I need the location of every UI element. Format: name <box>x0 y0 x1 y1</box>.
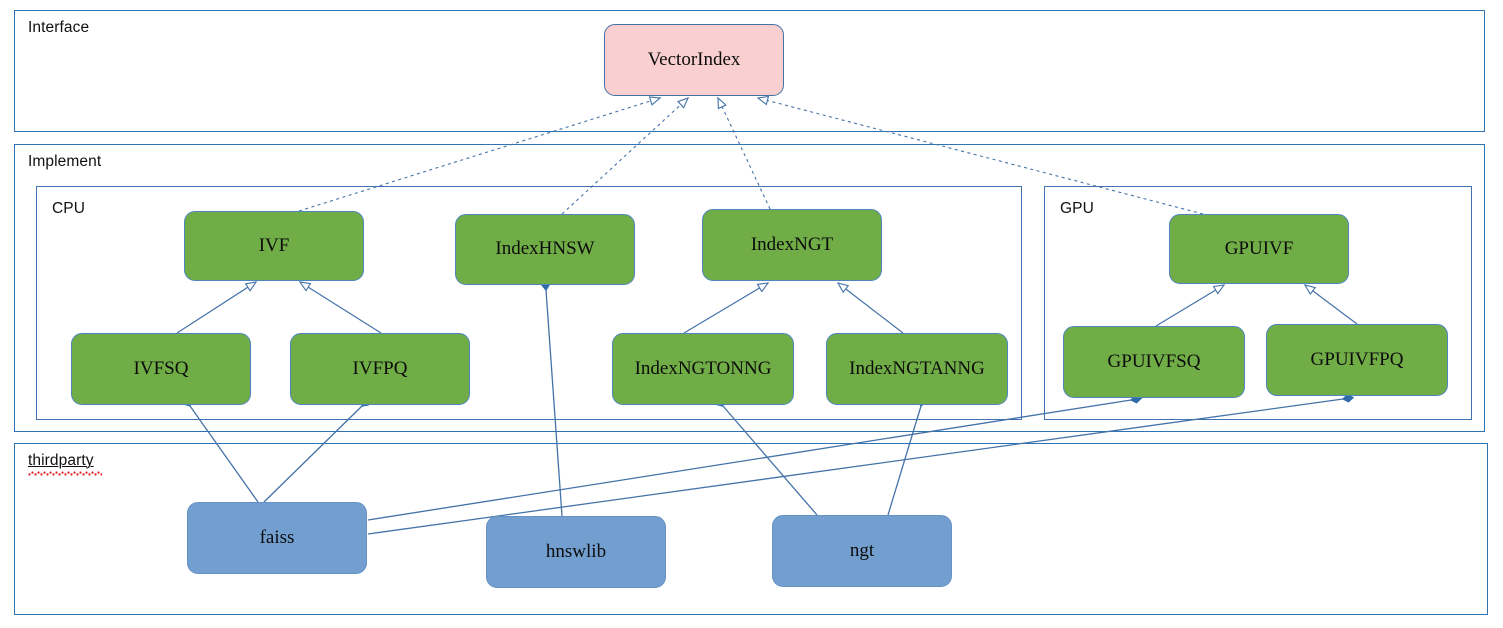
node-ivfpq[interactable]: IVFPQ <box>290 333 470 405</box>
node-vectorindex[interactable]: VectorIndex <box>604 24 784 96</box>
node-label-faiss: faiss <box>259 526 295 548</box>
container-label-interface: Interface <box>28 19 90 36</box>
node-indexhnsw[interactable]: IndexHNSW <box>455 214 635 285</box>
node-gpuivfsq[interactable]: GPUIVFSQ <box>1063 326 1245 398</box>
node-label-ngt: ngt <box>849 539 875 561</box>
node-ivfsq[interactable]: IVFSQ <box>71 333 251 405</box>
node-faiss[interactable]: faiss <box>187 502 367 574</box>
node-gpuivfpq[interactable]: GPUIVFPQ <box>1266 324 1448 396</box>
node-label-gpuivfsq: GPUIVFSQ <box>1107 350 1201 372</box>
node-indexngt[interactable]: IndexNGT <box>702 209 882 281</box>
node-indexngtanng[interactable]: IndexNGTANNG <box>826 333 1008 405</box>
node-ivf[interactable]: IVF <box>184 211 364 281</box>
node-label-ivfsq: IVFSQ <box>133 357 189 379</box>
node-gpuivf[interactable]: GPUIVF <box>1169 214 1349 284</box>
node-label-indexngtanng: IndexNGTANNG <box>849 357 985 379</box>
node-label-vectorindex: VectorIndex <box>647 48 741 70</box>
node-ngt[interactable]: ngt <box>772 515 952 587</box>
node-label-ivf: IVF <box>258 234 290 256</box>
node-label-indexngt: IndexNGT <box>750 233 834 255</box>
node-label-gpuivf: GPUIVF <box>1224 237 1294 259</box>
node-indexngtonng[interactable]: IndexNGTONNG <box>612 333 794 405</box>
container-label-implement: Implement <box>28 153 102 170</box>
container-label-gpu: GPU <box>1060 200 1094 217</box>
node-label-ivfpq: IVFPQ <box>352 357 408 379</box>
node-label-indexhnsw: IndexHNSW <box>495 238 595 260</box>
container-label-thirdparty: thirdparty <box>28 452 94 469</box>
node-label-indexngtonng: IndexNGTONNG <box>634 357 772 379</box>
node-hnswlib[interactable]: hnswlib <box>486 516 666 588</box>
node-label-gpuivfpq: GPUIVFPQ <box>1310 348 1404 370</box>
node-label-hnswlib: hnswlib <box>545 540 607 562</box>
container-label-cpu: CPU <box>52 200 86 217</box>
